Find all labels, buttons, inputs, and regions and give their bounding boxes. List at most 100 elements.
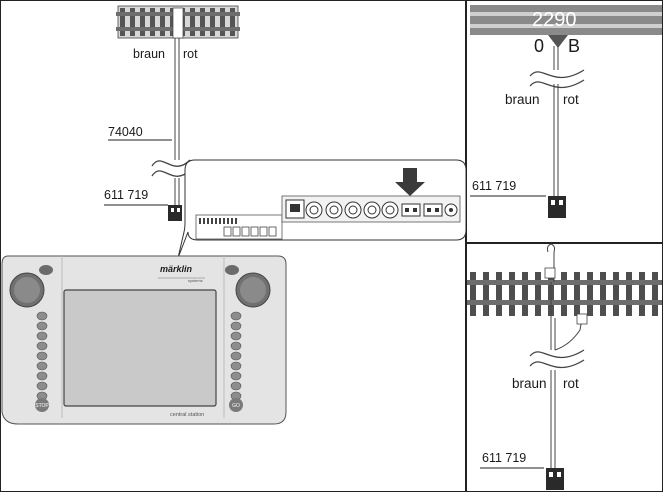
- touch-screen[interactable]: [63, 289, 217, 407]
- track-sleeper: [600, 272, 606, 316]
- din-socket: [325, 201, 343, 219]
- track-sleeper: [561, 272, 567, 316]
- right-key-column: [230, 311, 242, 401]
- track-sleeper: [626, 272, 632, 316]
- din-socket: [305, 201, 323, 219]
- din-socket-ring: [329, 205, 339, 215]
- din-socket: [344, 201, 362, 219]
- track-item-number: 2290: [532, 9, 577, 31]
- straight-track: [116, 5, 240, 39]
- function-key[interactable]: [230, 341, 242, 351]
- track-sleeper: [587, 272, 593, 316]
- wire-label-brown-bottom: braun: [512, 376, 547, 391]
- track-sleeper: [160, 8, 165, 36]
- rail-clip-lower: [576, 313, 588, 325]
- model-name: central station: [170, 412, 204, 418]
- terminal-pin: [211, 218, 213, 224]
- track-sleeper: [140, 8, 145, 36]
- track-wire-label-brown: braun: [133, 47, 165, 61]
- stop-button-label: STOP: [35, 403, 49, 409]
- wire-label-red-top: rot: [563, 92, 579, 107]
- terminal-socket: [268, 226, 277, 237]
- connector-label: 611 719: [104, 188, 148, 202]
- din-sockets: [305, 201, 399, 219]
- din-socket-ring: [348, 205, 358, 215]
- din-socket-ring: [309, 205, 319, 215]
- track-sleeper: [130, 8, 135, 36]
- stop-button[interactable]: [35, 398, 49, 412]
- terminal-pin: [235, 218, 237, 224]
- terminal-pin: [207, 218, 209, 224]
- top-right-panel: 2290 0 B braun rot 611 719: [466, 0, 663, 243]
- track-sleepers-bottom: [470, 272, 658, 316]
- feeder-cable-top-right: [529, 46, 585, 197]
- feeder-cable: [151, 38, 191, 205]
- track-sleeper: [652, 272, 658, 316]
- track-sleeper: [120, 8, 125, 36]
- rail-lower-right: [470, 24, 662, 28]
- terminal-pin: [223, 218, 225, 224]
- function-key[interactable]: [230, 321, 242, 331]
- track-sleeper: [639, 272, 645, 316]
- programming-socket: [423, 203, 443, 217]
- terminal-block: [199, 218, 277, 237]
- function-key[interactable]: [230, 311, 242, 321]
- central-station: STOP GO märklin systems central station: [1, 255, 287, 425]
- terminal-label-zero: 0: [534, 36, 544, 56]
- function-key[interactable]: [36, 331, 48, 341]
- terminal-socket: [259, 226, 268, 237]
- go-button[interactable]: [229, 398, 243, 412]
- feeder-clip: [172, 7, 184, 39]
- function-key[interactable]: [230, 331, 242, 341]
- brand-subtitle: systems: [188, 278, 203, 283]
- rear-panel-connectors: [195, 195, 461, 240]
- track-sleeper: [170, 8, 175, 36]
- track-wire-label-red: rot: [183, 47, 198, 61]
- function-key[interactable]: [230, 351, 242, 361]
- track-output-socket: [401, 203, 421, 217]
- connector-plug-bottom: [546, 468, 564, 490]
- track-sleeper: [496, 272, 502, 316]
- din-socket-ring: [385, 205, 395, 215]
- function-key[interactable]: [230, 381, 242, 391]
- function-key[interactable]: [36, 361, 48, 371]
- cable-break-mark-lower: [151, 169, 191, 177]
- terminal-socket: [232, 226, 241, 237]
- track-ballast-strip: [470, 5, 662, 35]
- main-panel: braun rot 74040 611 719: [0, 0, 467, 492]
- track-sleeper: [210, 8, 215, 36]
- terminal-socket: [223, 226, 232, 237]
- function-key[interactable]: [36, 371, 48, 381]
- din-socket: [363, 201, 381, 219]
- function-key[interactable]: [36, 381, 48, 391]
- brand-logo: märklin: [160, 264, 193, 274]
- terminal-pin: [203, 218, 205, 224]
- function-key[interactable]: [36, 311, 48, 321]
- wire-label-red-bottom: rot: [563, 376, 579, 391]
- terminal-pin: [227, 218, 229, 224]
- function-key[interactable]: [36, 351, 48, 361]
- rail-upper-right: [470, 12, 662, 16]
- connector-plug: [168, 205, 182, 221]
- wire-label-brown-top: braun: [505, 92, 540, 107]
- track-sleeper: [200, 8, 205, 36]
- terminal-pin: [199, 218, 201, 224]
- track-sleeper: [470, 272, 476, 316]
- din-socket: [381, 201, 399, 219]
- cable-break-mark-upper: [151, 159, 191, 167]
- rail-upper-bottom: [467, 280, 662, 285]
- function-key[interactable]: [230, 361, 242, 371]
- connector-label-top-right: 611 719: [472, 179, 516, 193]
- function-key[interactable]: [36, 321, 48, 331]
- go-button-label: GO: [232, 403, 240, 409]
- bottom-right-panel: braun rot 611 719: [466, 243, 663, 492]
- terminal-pin: [219, 218, 221, 224]
- function-key[interactable]: [36, 341, 48, 351]
- rail-clip-upper: [544, 267, 556, 279]
- function-key[interactable]: [230, 371, 242, 381]
- din-socket-ring: [367, 205, 377, 215]
- track-sleeper: [483, 272, 489, 316]
- right-function-button[interactable]: [225, 265, 239, 275]
- left-function-button[interactable]: [39, 265, 53, 275]
